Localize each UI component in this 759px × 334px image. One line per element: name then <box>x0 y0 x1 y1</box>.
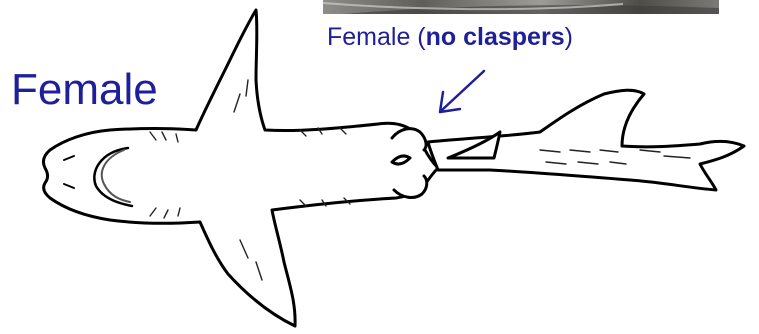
shark-ventral-view-drawing <box>43 10 744 326</box>
arrow-icon <box>440 71 484 112</box>
shark-tail-outline <box>428 90 744 190</box>
